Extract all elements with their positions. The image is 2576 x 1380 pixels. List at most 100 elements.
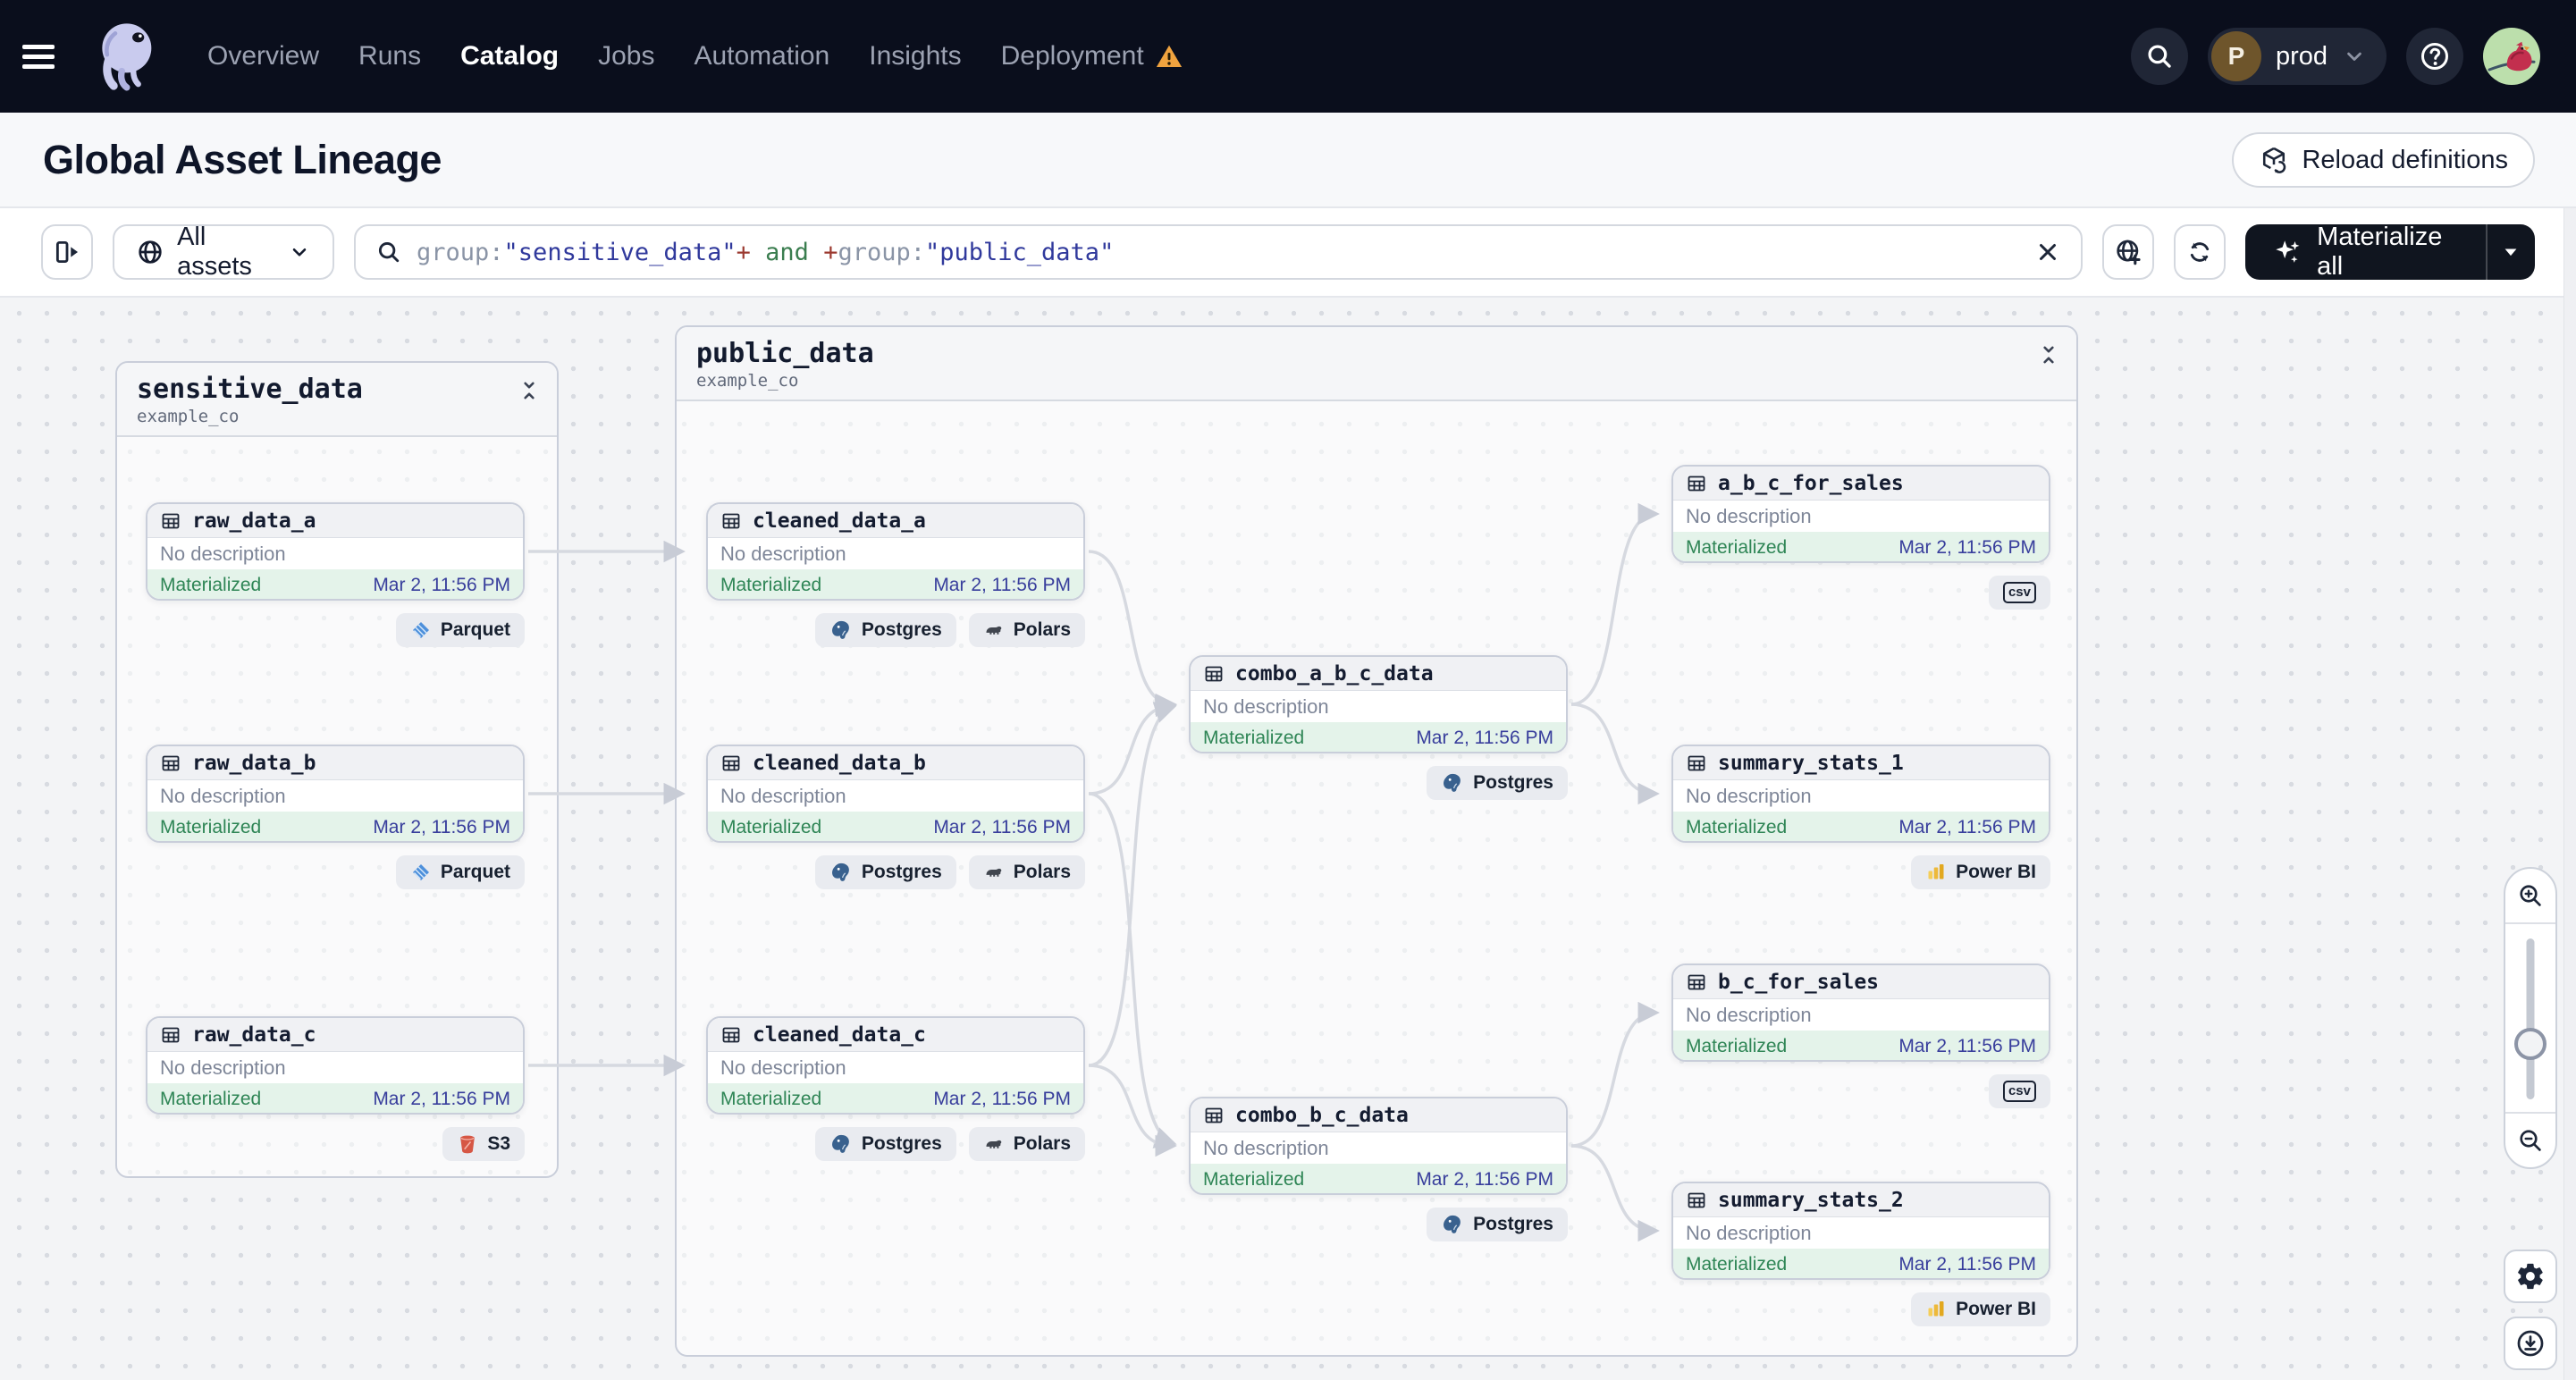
panel-expand-icon [52, 237, 82, 267]
nav-item-overview[interactable]: Overview [207, 41, 320, 71]
kind-badge-parquet: Parquet [395, 613, 525, 647]
kind-badge-postgres: Postgres [1427, 766, 1568, 800]
status-timestamp: Mar 2, 11:56 PM [373, 816, 510, 837]
nav-item-automation[interactable]: Automation [694, 41, 830, 71]
status-timestamp: Mar 2, 11:56 PM [373, 574, 510, 595]
asset-node-header: summary_stats_2 [1673, 1183, 2049, 1217]
status-timestamp: Mar 2, 11:56 PM [1898, 816, 2036, 837]
zoom-out-button[interactable] [2505, 1112, 2555, 1167]
status-timestamp: Mar 2, 11:56 PM [1898, 1253, 2036, 1275]
menu-icon[interactable] [0, 0, 77, 113]
download-graph-button[interactable] [2504, 1317, 2557, 1370]
table-icon [1686, 972, 1707, 993]
materialize-options-caret[interactable] [2488, 224, 2535, 280]
powerbi-icon [1925, 862, 1947, 883]
asset-node-combo-a-b-c-data[interactable]: combo_a_b_c_data No description Material… [1189, 655, 1568, 753]
zoom-slider-handle[interactable] [2514, 1028, 2547, 1060]
chevron-down-icon [288, 240, 311, 264]
asset-node-combo-b-c-data[interactable]: combo_b_c_data No description Materializ… [1189, 1097, 1568, 1195]
group-repository: example_co [696, 371, 799, 391]
group-title: sensitive_data [137, 374, 363, 405]
asset-node-cleaned-data-c[interactable]: cleaned_data_c No description Materializ… [706, 1016, 1085, 1115]
postgres-icon [829, 618, 853, 642]
parquet-icon [410, 862, 432, 883]
parquet-icon [410, 619, 432, 641]
asset-node-cleaned-data-a[interactable]: cleaned_data_a No description Materializ… [706, 502, 1085, 601]
table-icon [160, 753, 181, 774]
status-label: Materialized [160, 574, 262, 595]
kind-badge-csv: csv [1988, 576, 2050, 610]
zoom-control-panel [2504, 867, 2557, 1169]
zoom-slider[interactable] [2505, 924, 2555, 1114]
asset-node-header: a_b_c_for_sales [1673, 467, 2049, 501]
button-divider [2485, 224, 2488, 280]
materialize-all-label: Materialize all [2317, 224, 2443, 280]
collapse-group-icon[interactable] [2037, 343, 2060, 366]
refresh-button[interactable] [2174, 224, 2227, 280]
chevron-down-icon [2342, 44, 2367, 69]
asset-search-input[interactable]: group:"sensitive_data"+ and +group:"publ… [354, 224, 2083, 280]
asset-node-b-c-for-sales[interactable]: b_c_for_sales No description Materialize… [1671, 963, 2050, 1062]
polars-icon [983, 1133, 1005, 1155]
environment-switcher[interactable]: P prod [2207, 28, 2387, 85]
polars-icon [983, 619, 1005, 641]
csv-icon: csv [2002, 1081, 2036, 1102]
nav-item-catalog[interactable]: Catalog [460, 41, 560, 71]
zoom-in-button[interactable] [2505, 869, 2555, 924]
asset-node-cleaned-data-b[interactable]: cleaned_data_b No description Materializ… [706, 745, 1085, 843]
materialize-all-button[interactable]: Materialize all [2245, 224, 2535, 280]
status-timestamp: Mar 2, 11:56 PM [373, 1088, 510, 1109]
status-label: Materialized [1686, 536, 1788, 558]
reload-definitions-button[interactable]: Reload definitions [2232, 132, 2535, 188]
asset-name: b_c_for_sales [1718, 970, 1880, 994]
asset-badges: Parquet [146, 855, 525, 889]
materialize-all-main[interactable]: Materialize all [2245, 224, 2486, 280]
open-sidebar-button[interactable] [41, 224, 94, 280]
graph-settings-button[interactable] [2504, 1250, 2557, 1303]
lineage-toolbar: All assets group:"sensitive_data"+ and +… [0, 208, 2576, 298]
asset-scope-dropdown[interactable]: All assets [113, 223, 334, 281]
asset-badges: csv [1671, 576, 2050, 610]
asset-badges: Parquet [146, 613, 525, 647]
asset-name: summary_stats_2 [1718, 1188, 1904, 1212]
collapse-group-icon[interactable] [518, 379, 541, 402]
nav-item-insights[interactable]: Insights [869, 41, 962, 71]
kind-badge-postgres: Postgres [814, 1127, 956, 1161]
zoom-slider-track[interactable] [2526, 938, 2535, 1099]
kind-badge-powerbi: Power BI [1911, 1292, 2050, 1326]
globe-plus-icon [2113, 237, 2143, 267]
asset-scope-label: All assets [177, 223, 252, 281]
status-timestamp: Mar 2, 11:56 PM [933, 1088, 1071, 1109]
download-icon [2515, 1328, 2546, 1359]
environment-name: prod [2275, 41, 2328, 71]
table-icon [1686, 1190, 1707, 1211]
asset-name: cleaned_data_a [753, 509, 926, 533]
user-avatar[interactable] [2483, 28, 2540, 85]
filter-scope-button[interactable] [2102, 224, 2155, 280]
refresh-icon [2185, 238, 2214, 266]
asset-node-a-b-c-for-sales[interactable]: a_b_c_for_sales No description Materiali… [1671, 465, 2050, 563]
nav-item-runs[interactable]: Runs [358, 41, 422, 71]
asset-description: No description [160, 784, 286, 807]
clear-search-icon[interactable] [2034, 239, 2061, 265]
asset-node-summary-stats-2[interactable]: summary_stats_2 No description Materiali… [1671, 1182, 2050, 1280]
kind-badge-parquet: Parquet [395, 855, 525, 889]
asset-description: No description [1686, 1003, 1812, 1026]
asset-node-summary-stats-1[interactable]: summary_stats_1 No description Materiali… [1671, 745, 2050, 843]
search-button[interactable] [2130, 28, 2188, 85]
postgres-icon [829, 861, 853, 884]
s3-icon [457, 1133, 478, 1155]
help-button[interactable] [2406, 28, 2463, 85]
nav-item-deployment[interactable]: Deployment [1001, 41, 1183, 72]
search-query-text[interactable]: group:"sensitive_data"+ and +group:"publ… [417, 238, 1115, 266]
asset-node-header: raw_data_a [147, 504, 523, 538]
asset-description: No description [1686, 1221, 1812, 1244]
vertical-scrollbar[interactable] [2563, 208, 2576, 1380]
nav-item-jobs[interactable]: Jobs [598, 41, 655, 71]
dagster-logo-icon[interactable] [82, 13, 168, 99]
